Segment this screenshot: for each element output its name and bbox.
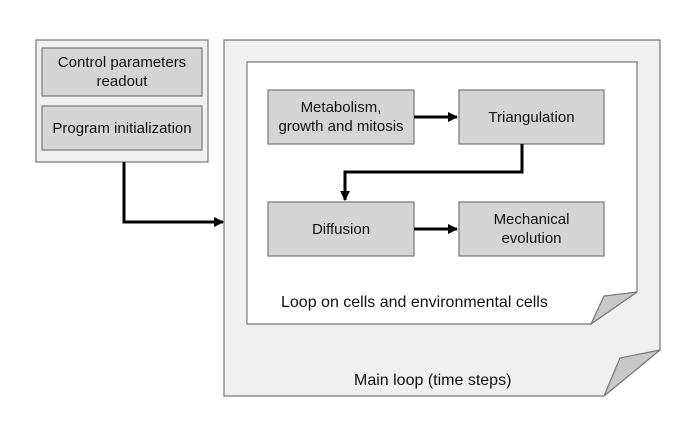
control-readout-label: Control parameters readout	[57, 54, 187, 90]
main-loop-caption: Main loop (time steps)	[354, 372, 512, 389]
program-init-label: Program initialization	[52, 119, 192, 137]
metabolism-box	[267, 89, 415, 145]
triangulation-box	[458, 89, 605, 145]
metabolism-label: Metabolism, growth and mitosis	[278, 99, 404, 135]
inner-loop-caption: Loop on cells and environmental cells	[281, 294, 548, 311]
diffusion-label: Diffusion	[311, 220, 371, 238]
mechanical-label: Mechanical evolution	[493, 211, 570, 247]
init-panel	[35, 39, 209, 163]
program-init-box	[41, 105, 203, 151]
inner-loop-fold	[589, 291, 638, 326]
mechanical-box	[458, 201, 605, 257]
init-to-main-arrow	[122, 162, 224, 227]
triangulation-to-diffusion-arrow	[340, 144, 524, 201]
control-readout-box	[41, 47, 203, 97]
triangulation-label: Triangulation	[488, 108, 575, 126]
main-loop-fold	[603, 349, 661, 397]
